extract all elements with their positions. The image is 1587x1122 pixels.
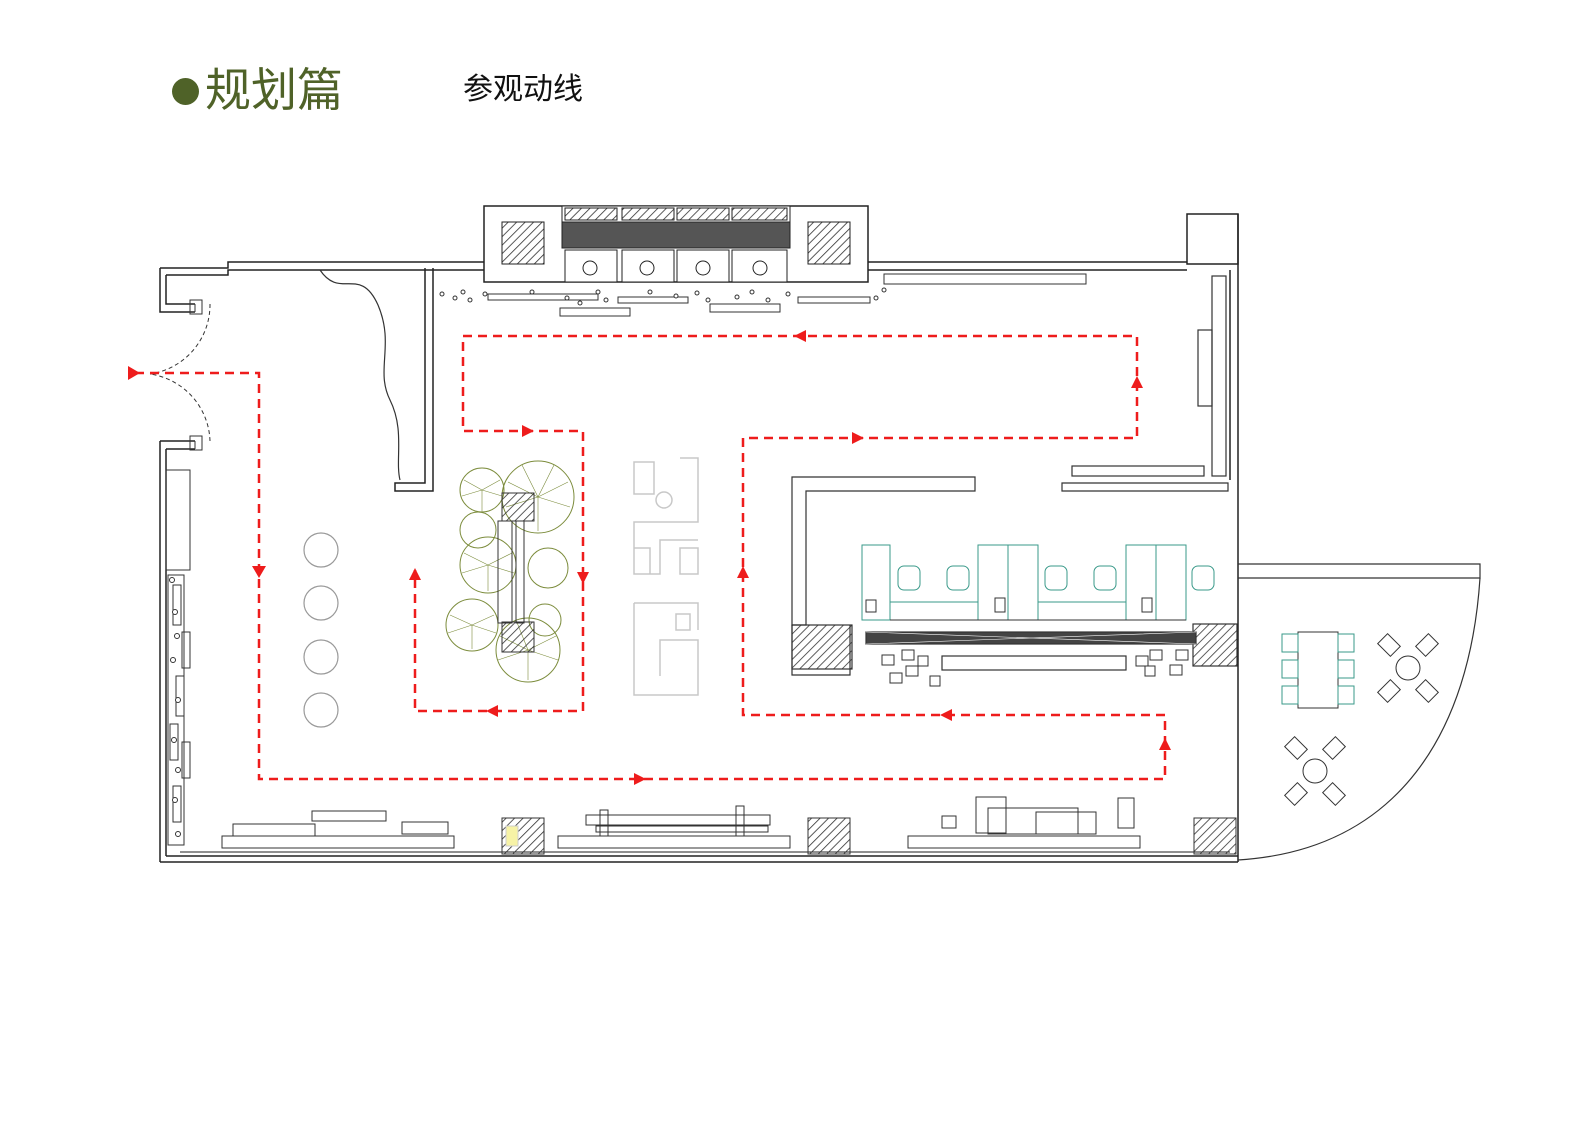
partition-wall bbox=[394, 268, 434, 492]
round-display-tables bbox=[303, 532, 339, 728]
arrowhead-icon bbox=[1131, 376, 1143, 388]
arrowhead-icon bbox=[940, 709, 952, 721]
chair-icon bbox=[582, 260, 768, 276]
logo-outline bbox=[633, 457, 699, 696]
left-wall bbox=[159, 440, 195, 862]
arrowhead-icon bbox=[128, 366, 140, 380]
arrowhead-icon bbox=[634, 773, 646, 785]
page-subtitle: 参观动线 bbox=[463, 72, 583, 107]
arrowhead-icon bbox=[852, 432, 864, 444]
plant-centerpiece bbox=[445, 460, 575, 683]
arrowhead-icon bbox=[737, 566, 749, 578]
entrance-door bbox=[149, 299, 211, 451]
arrowhead-icon bbox=[486, 705, 498, 717]
arrowhead-icon bbox=[252, 566, 266, 578]
arrowhead-icon bbox=[577, 572, 589, 584]
bullet-icon bbox=[172, 78, 199, 105]
arrowhead-icon bbox=[1159, 738, 1171, 750]
page-title: 规划篇 bbox=[205, 63, 343, 117]
terrace-dining-table bbox=[1281, 631, 1355, 709]
door-jamb-top bbox=[159, 268, 195, 313]
office-chair-icon bbox=[897, 565, 1215, 591]
top-display-strip bbox=[439, 273, 1087, 317]
curtain-wave bbox=[319, 269, 401, 481]
storage-boxes bbox=[881, 649, 1189, 687]
terrace-round-table bbox=[1283, 632, 1440, 807]
top-wall-left-inner bbox=[166, 269, 484, 276]
arrowhead-icon bbox=[794, 330, 806, 342]
top-wall-right bbox=[868, 261, 1187, 271]
arrowhead-icon bbox=[522, 425, 534, 437]
top-wall-left bbox=[160, 261, 484, 269]
terrace bbox=[1237, 563, 1481, 861]
office-block bbox=[791, 275, 1238, 676]
route-arrowheads bbox=[128, 330, 1171, 785]
workstations bbox=[861, 544, 1215, 621]
bottom-furniture bbox=[221, 796, 1237, 855]
left-display-wall bbox=[165, 469, 191, 846]
arrowhead-icon bbox=[409, 568, 421, 580]
visit-route bbox=[135, 334, 1167, 781]
walls bbox=[159, 205, 1239, 863]
reception-counter bbox=[501, 205, 851, 283]
